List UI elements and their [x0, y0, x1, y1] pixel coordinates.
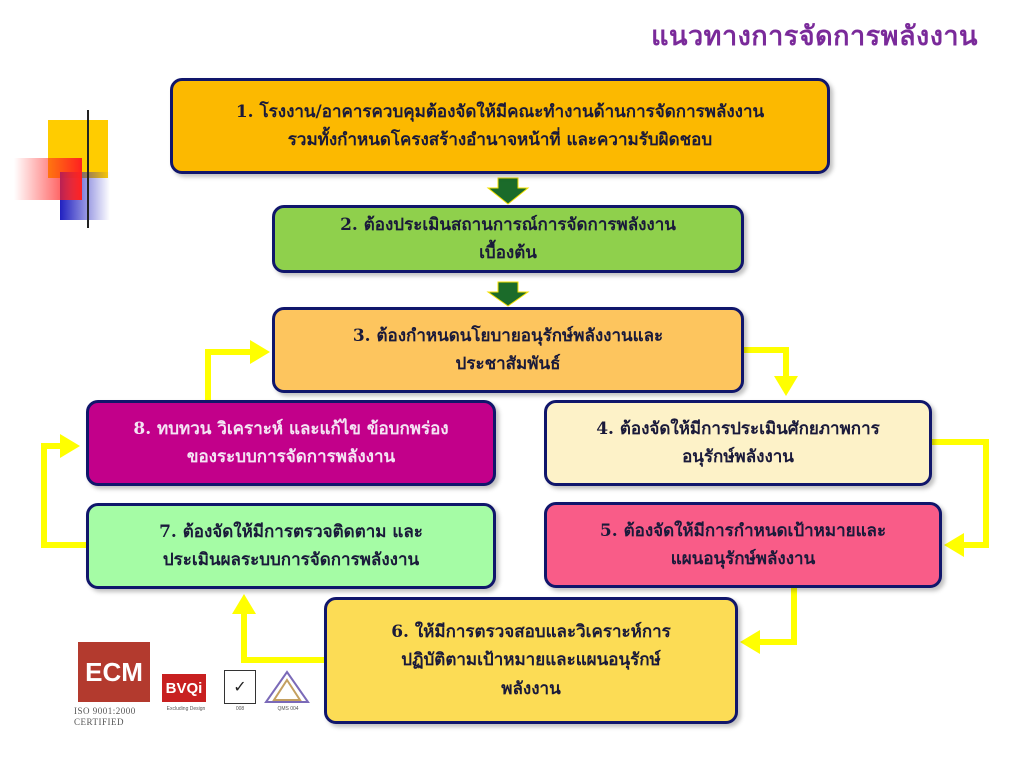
bvqi-caption: Excluding Design: [166, 706, 206, 712]
arrow-5-to-6: [758, 588, 797, 645]
certification-logos: ECM ISO 9001:2000 CERTIFIED BVQi Excludi…: [74, 640, 324, 740]
step-2-line-2: เบื้องต้น: [479, 243, 537, 263]
arrowhead-8-to-3: [250, 340, 270, 364]
step-2-line-1: 2. ต้องประเมินสถานการณ์การจัดการพลังงาน: [340, 214, 676, 235]
qmi-caption: QMS 004: [277, 706, 299, 712]
certified-text: CERTIFIED: [74, 716, 124, 727]
step-4-line-2: อนุรักษ์พลังงาน: [682, 447, 794, 467]
deco-red-square: [14, 158, 82, 200]
arrow-8-to-3: [205, 349, 252, 400]
step-4-box: 4. ต้องจัดให้มีการประเมินศักยภาพการ อนุร…: [544, 400, 932, 486]
arrow-4-to-5: [932, 439, 989, 548]
arrow-7-to-8: [41, 443, 86, 548]
step-8-line-1: 8. ทบทวน วิเคราะห์ และแก้ไข ข้อบกพร่อง: [133, 418, 449, 439]
step-5-line-2: แผนอนุรักษ์พลังงาน: [670, 549, 816, 569]
step-3-line-2: ประชาสัมพันธ์: [455, 354, 561, 374]
step-5-line-1: 5. ต้องจัดให้มีการกำหนดเป้าหมายและ: [599, 520, 887, 541]
arrow-3-to-4: [744, 347, 789, 378]
arrowhead-7-to-8: [60, 434, 80, 458]
ecm-logo: ECM: [78, 642, 150, 702]
step-3-box: 3. ต้องกำหนดนโยบายอนุรักษ์พลังงานและ ประ…: [272, 307, 744, 393]
ukas-caption: 008: [235, 706, 245, 712]
step-6-box: 6. ให้มีการตรวจสอบและวิเคราะห์การ ปฏิบัต…: [324, 597, 738, 724]
arrow-6-to-7: [241, 612, 324, 663]
down-arrow-2-to-3: [486, 281, 530, 307]
step-6-line-3: พลังงาน: [501, 678, 561, 699]
down-arrow-1-to-2: [486, 177, 530, 205]
step-8-box: 8. ทบทวน วิเคราะห์ และแก้ไข ข้อบกพร่อง ข…: [86, 400, 496, 486]
bvqi-logo: BVQi: [162, 674, 206, 702]
step-2-box: 2. ต้องประเมินสถานการณ์การจัดการพลังงาน …: [272, 205, 744, 273]
arrowhead-4-to-5: [944, 533, 964, 557]
iso-text: ISO 9001:2000: [74, 706, 136, 716]
arrowhead-6-to-7: [232, 594, 256, 614]
page-title: แนวทางการจัดการพลังงาน: [651, 21, 978, 52]
step-7-line-2: ประเมินผลระบบการจัดการพลังงาน: [162, 550, 420, 570]
step-4-line-1: 4. ต้องจัดให้มีการประเมินศักยภาพการ: [596, 418, 880, 439]
qmi-triangle-icon: [264, 670, 310, 703]
step-7-box: 7. ต้องจัดให้มีการตรวจติดตาม และ ประเมิน…: [86, 503, 496, 589]
step-1-line-2: รวมทั้งกำหนดโครงสร้างอำนาจหน้าที่ และควา…: [287, 130, 713, 150]
step-6-line-1: 6. ให้มีการตรวจสอบและวิเคราะห์การ: [391, 622, 671, 643]
arrowhead-5-to-6: [740, 630, 760, 654]
arrowhead-3-to-4: [774, 376, 798, 396]
step-3-line-1: 3. ต้องกำหนดนโยบายอนุรักษ์พลังงานและ: [352, 325, 664, 346]
step-7-line-1: 7. ต้องจัดให้มีการตรวจติดตาม และ: [159, 521, 423, 542]
step-5-box: 5. ต้องจัดให้มีการกำหนดเป้าหมายและ แผนอน…: [544, 502, 942, 588]
step-1-box: 1. โรงงาน/อาคารควบคุมต้องจัดให้มีคณะทำงา…: [170, 78, 830, 174]
step-1-line-1: 1. โรงงาน/อาคารควบคุมต้องจัดให้มีคณะทำงา…: [235, 101, 765, 122]
ukas-check-icon: ✓: [224, 670, 256, 704]
step-8-line-2: ของระบบการจัดการพลังงาน: [186, 447, 396, 467]
step-6-line-2: ปฏิบัติตามเป้าหมายและแผนอนุรักษ์: [401, 650, 661, 671]
iso-certified-caption: ISO 9001:2000 CERTIFIED: [74, 706, 164, 728]
